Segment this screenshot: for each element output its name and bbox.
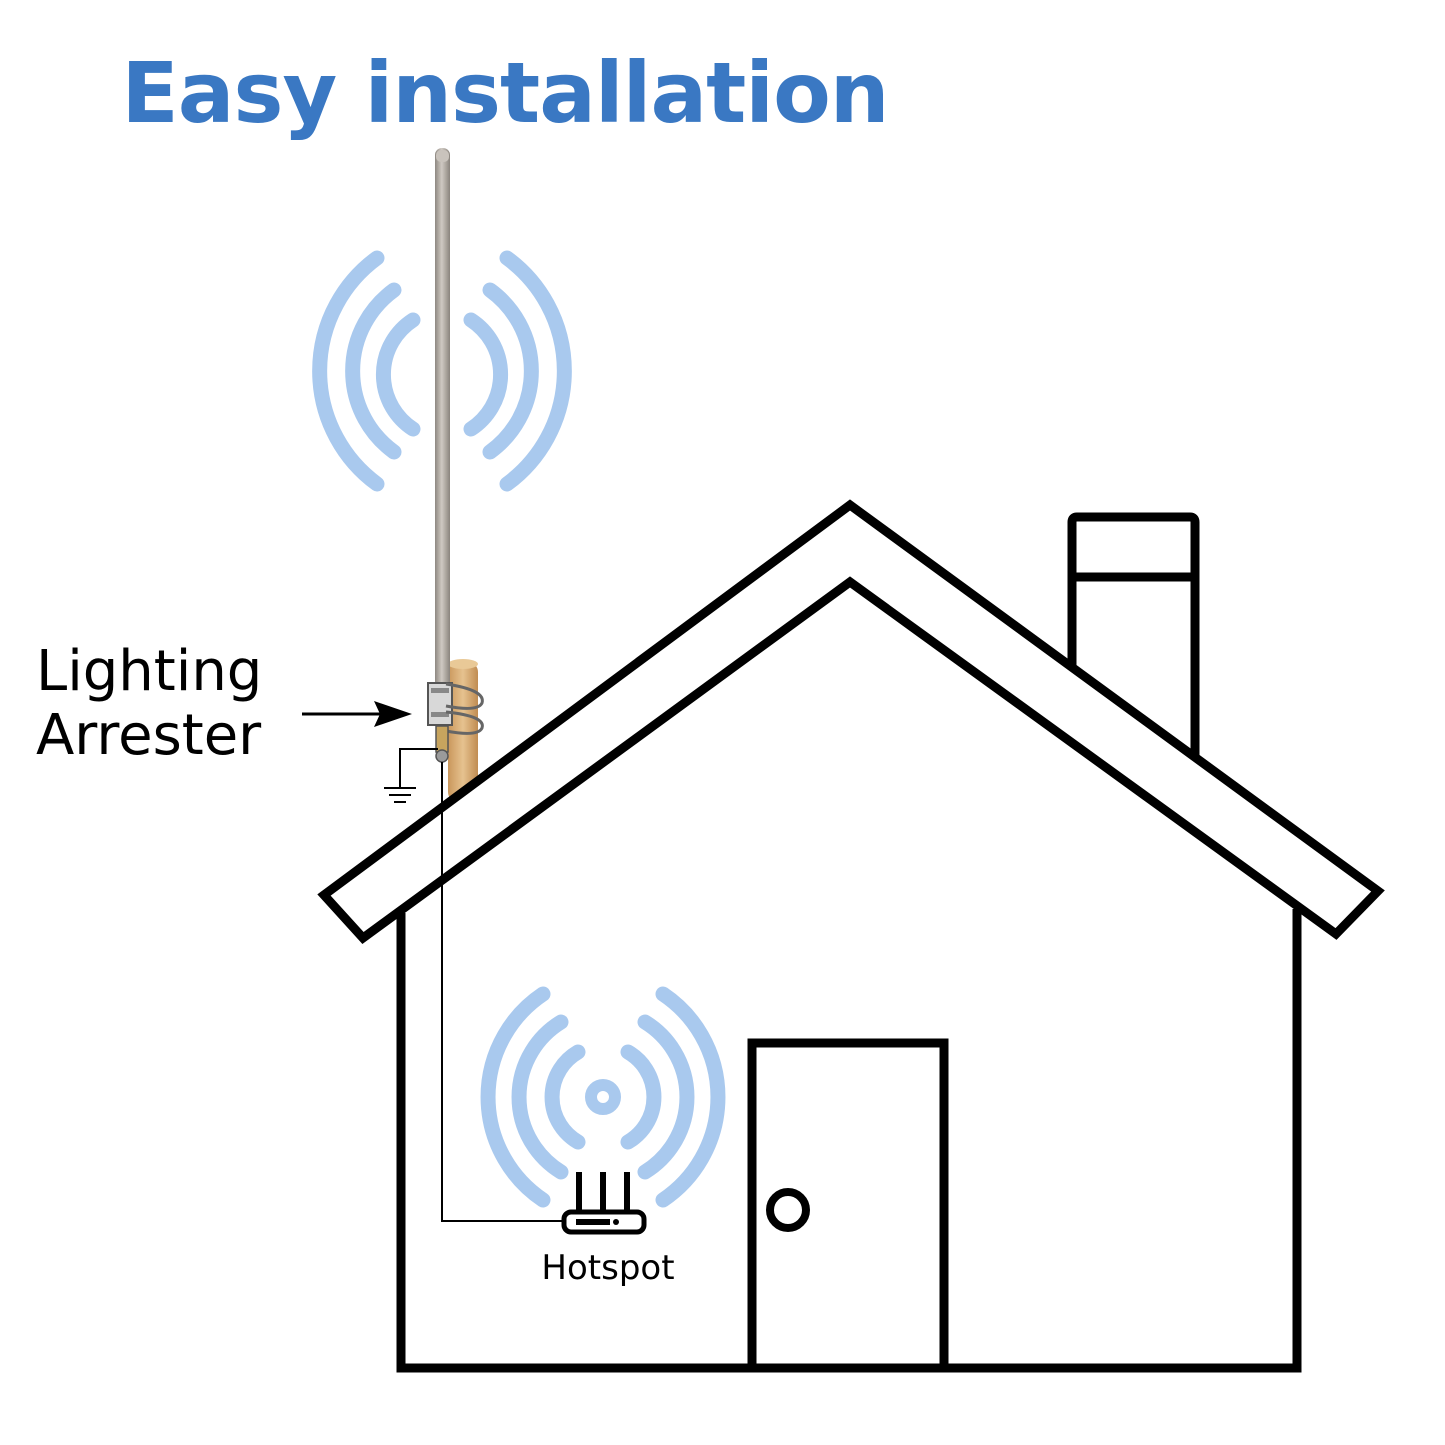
arrester-label-line2: Arrester xyxy=(36,703,262,768)
wave-left-inner xyxy=(375,312,421,437)
lighting-arrester-label: Lighting Arrester xyxy=(36,640,262,768)
house-icon xyxy=(317,499,1385,1373)
wave-left-outer xyxy=(312,250,385,492)
roof xyxy=(317,499,1385,945)
antenna-icon xyxy=(427,148,484,763)
wave-right-outer xyxy=(499,250,572,492)
wave-right-inner xyxy=(463,312,509,437)
hotspot-signal-waves-icon xyxy=(480,986,726,1208)
page-title: Easy installation xyxy=(121,44,889,142)
router-icon xyxy=(561,1172,647,1235)
antenna-cable xyxy=(441,762,566,1222)
signal-waves-icon xyxy=(312,250,572,492)
hotspot-wave-center xyxy=(585,1079,621,1115)
wave-right-middle xyxy=(482,282,539,460)
hotspot-label: Hotspot xyxy=(541,1248,675,1288)
chimney xyxy=(1067,512,1200,757)
ground-icon xyxy=(384,748,438,803)
door-knob xyxy=(766,1188,810,1232)
arrester-label-line1: Lighting xyxy=(36,639,263,704)
arrow-right-icon xyxy=(302,701,412,727)
wave-left-middle xyxy=(345,282,402,460)
door xyxy=(747,1038,949,1373)
